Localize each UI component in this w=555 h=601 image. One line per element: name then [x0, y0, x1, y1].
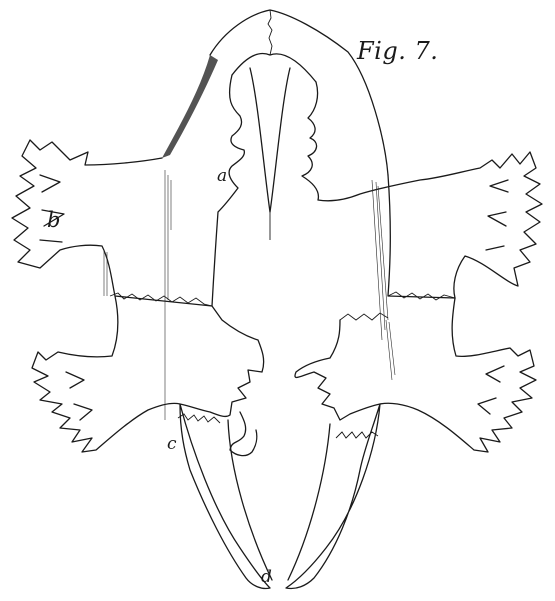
right-wing-fringe-detail — [486, 180, 508, 250]
label-a: a — [217, 166, 227, 186]
right-lower-bone — [295, 298, 536, 452]
beak-midline-suture — [268, 10, 272, 55]
label-c: c — [167, 434, 177, 454]
label-d: d — [261, 567, 272, 587]
left-upper-bone — [12, 75, 244, 306]
right-upper-bone — [302, 82, 542, 298]
left-lower-lobe — [230, 412, 257, 456]
right-lower-wing-detail — [478, 366, 504, 414]
figure-title: Fig. 7. — [357, 37, 438, 65]
right-shading — [372, 180, 395, 380]
right-jaw-fork — [286, 404, 380, 589]
left-lower-wing-detail — [66, 372, 92, 420]
upper-beak — [210, 10, 388, 175]
beak-inner-edge — [232, 54, 316, 82]
jaw-inner-left — [228, 420, 272, 580]
beak-shadow — [162, 55, 218, 158]
jaw-inner-right — [288, 424, 330, 580]
rostrum-spike — [250, 68, 290, 212]
label-b: b — [47, 208, 60, 232]
right-serration — [336, 432, 378, 438]
left-shading — [104, 170, 171, 420]
